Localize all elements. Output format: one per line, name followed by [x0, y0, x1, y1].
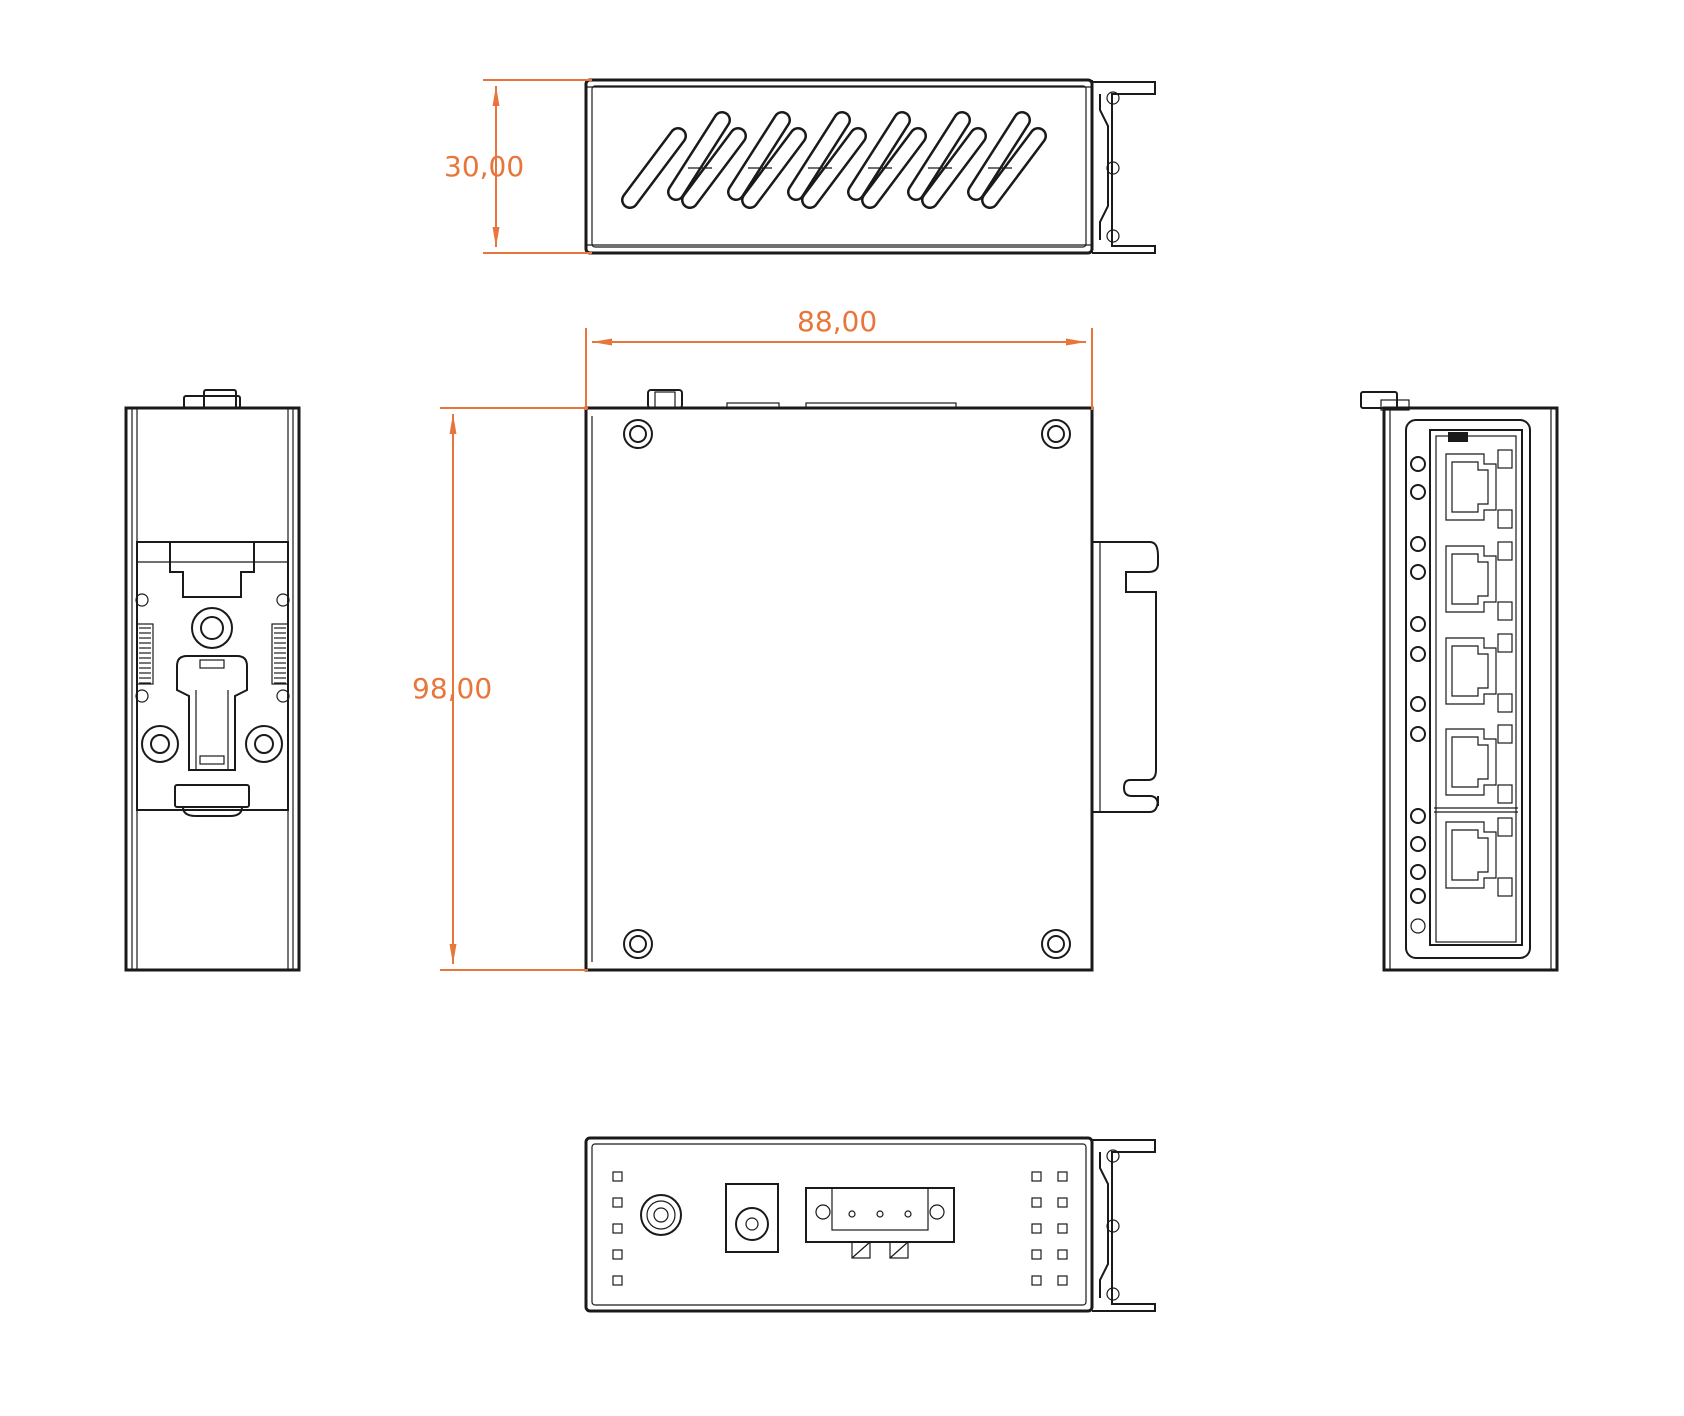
- vent-slot-inner: [683, 129, 745, 207]
- port-led-bottom: [1497, 509, 1513, 529]
- port-inner: [1451, 461, 1489, 513]
- led-square: [1031, 1197, 1042, 1208]
- bottom-view: [584, 1136, 1156, 1313]
- led-square: [1057, 1171, 1068, 1182]
- port-outline: [1445, 545, 1497, 613]
- ethernet-port: [1445, 449, 1513, 529]
- port-led-bottom: [1497, 877, 1513, 897]
- status-leds-right: [1031, 1171, 1068, 1286]
- port-inner: [1451, 829, 1489, 881]
- vent-slot-inner: [983, 129, 1045, 207]
- terminal-block: [805, 1187, 955, 1259]
- spring-right: [271, 623, 289, 685]
- vent-slot-inner: [969, 113, 1029, 199]
- dimension-label-30: 30,00: [444, 150, 524, 183]
- led-square: [1057, 1223, 1068, 1234]
- led-indicator: [1410, 808, 1426, 824]
- port-inner: [1451, 736, 1489, 788]
- port-led-top: [1497, 817, 1513, 837]
- port-outline: [1445, 728, 1497, 796]
- led-indicator: [1410, 456, 1426, 472]
- port-inner: [1451, 553, 1489, 605]
- port-led-bottom: [1497, 693, 1513, 713]
- screw-tr: [1041, 419, 1071, 449]
- status-leds-left: [612, 1171, 623, 1286]
- led-indicator: [1410, 888, 1426, 904]
- vent-slot-inner: [669, 113, 729, 199]
- vent-slot-inner: [803, 129, 865, 207]
- dc-power-jack: [725, 1183, 779, 1253]
- port-led-top: [1497, 633, 1513, 653]
- ethernet-ports: [1445, 449, 1513, 897]
- vent-slots: [621, 111, 1047, 209]
- port-outline: [1445, 821, 1497, 889]
- ethernet-port: [1445, 541, 1513, 621]
- top-view: [584, 78, 1156, 255]
- led-indicator: [1410, 564, 1426, 580]
- front-view: [584, 389, 1159, 972]
- led-indicator: [1410, 536, 1426, 552]
- port-led-top: [1497, 724, 1513, 744]
- led-square: [1031, 1275, 1042, 1286]
- vent-slot-inner: [743, 129, 805, 207]
- led-indicator: [1410, 616, 1426, 632]
- led-square: [1057, 1275, 1068, 1286]
- vent-slot-inner: [909, 113, 969, 199]
- port-outline: [1445, 453, 1497, 521]
- led-square: [612, 1171, 623, 1182]
- port-inner: [1451, 645, 1489, 697]
- led-indicator: [1410, 646, 1426, 662]
- spring-left: [136, 623, 154, 685]
- ethernet-port: [1445, 817, 1513, 897]
- led-indicator: [1410, 484, 1426, 500]
- led-square: [612, 1249, 623, 1260]
- led-square: [1057, 1197, 1068, 1208]
- port-led-top: [1497, 449, 1513, 469]
- vent-slot-inner: [923, 129, 985, 207]
- vent-slot-inner: [623, 129, 685, 207]
- led-indicator: [1410, 696, 1426, 712]
- ethernet-port: [1445, 724, 1513, 804]
- vent-slot-inner: [789, 113, 849, 199]
- right-port-view: [1360, 391, 1559, 972]
- dimension-label-88: 88,00: [797, 305, 877, 338]
- led-square: [1057, 1249, 1068, 1260]
- vent-slot-inner: [863, 129, 925, 207]
- led-square: [612, 1223, 623, 1234]
- led-square: [1031, 1223, 1042, 1234]
- dimension-label-98: 98,00: [412, 672, 492, 705]
- left-side-view: [124, 389, 301, 972]
- led-indicator: [1410, 836, 1426, 852]
- screw-br: [1041, 929, 1071, 959]
- screw-bl: [623, 929, 653, 959]
- port-led-bottom: [1497, 784, 1513, 804]
- led-square: [612, 1197, 623, 1208]
- port-led-bottom: [1497, 601, 1513, 621]
- port-outline: [1445, 637, 1497, 705]
- port-leds: [1410, 456, 1426, 904]
- ethernet-port: [1445, 633, 1513, 713]
- led-square: [612, 1275, 623, 1286]
- screw-tl: [623, 419, 653, 449]
- ground-knob: [640, 1194, 682, 1236]
- dimension-height-top: 30,00: [444, 79, 592, 254]
- port-led-top: [1497, 541, 1513, 561]
- dimension-width-front: 88,00: [585, 305, 1093, 410]
- led-indicator: [1410, 864, 1426, 880]
- vent-slot-inner: [729, 113, 789, 199]
- led-indicator: [1410, 726, 1426, 742]
- vent-slot-inner: [849, 113, 909, 199]
- led-square: [1031, 1249, 1042, 1260]
- led-square: [1031, 1171, 1042, 1182]
- dimension-height-front: 98,00: [412, 407, 588, 971]
